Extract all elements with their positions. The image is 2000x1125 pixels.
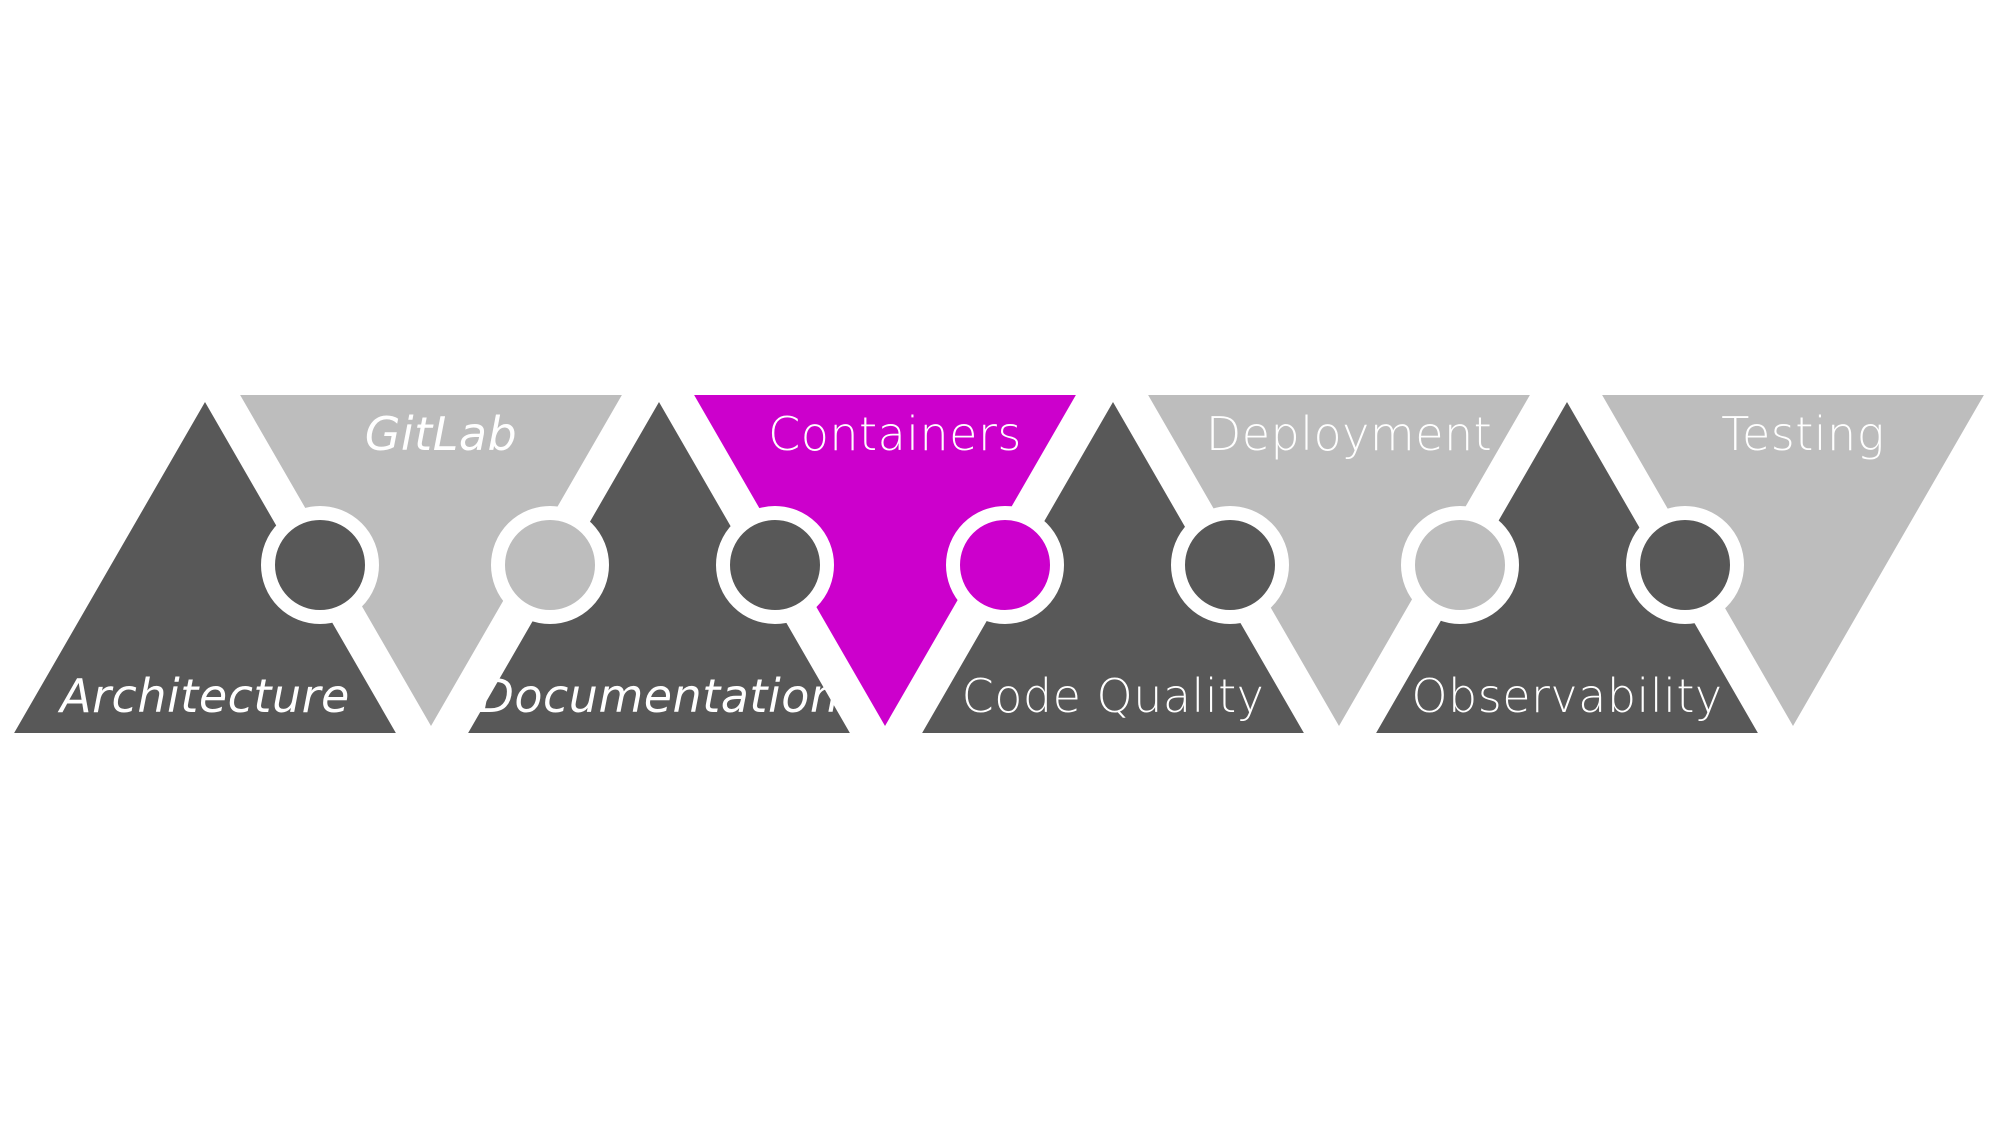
knob-architecture: [261, 506, 379, 624]
puzzle-labels: Architecture GitLab Documentation Contai…: [57, 407, 1885, 723]
piece-label-gitlab: GitLab: [365, 407, 517, 461]
knob-code-quality: [1171, 506, 1289, 624]
knob-documentation: [716, 506, 834, 624]
piece-label-deployment: Deployment: [1206, 407, 1492, 461]
knob-gitlab: [491, 506, 609, 624]
knob-containers: [946, 506, 1064, 624]
knob-observability: [1626, 506, 1744, 624]
piece-label-containers: Containers: [768, 407, 1022, 461]
knob-deployment: [1401, 506, 1519, 624]
piece-label-testing: Testing: [1721, 407, 1885, 461]
piece-label-code-quality: Code Quality: [962, 669, 1265, 723]
puzzle-pieces: [0, 373, 2000, 755]
piece-label-documentation: Documentation: [478, 669, 839, 723]
piece-label-observability: Observability: [1411, 669, 1722, 723]
piece-label-architecture: Architecture: [57, 669, 350, 723]
